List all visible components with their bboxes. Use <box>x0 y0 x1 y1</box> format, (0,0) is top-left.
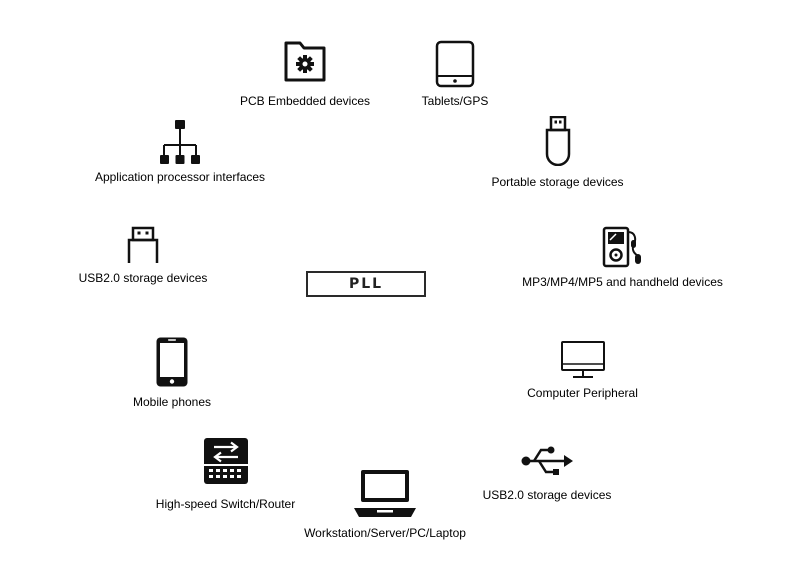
node-label: High-speed Switch/Router <box>155 497 296 511</box>
node-label: Computer Peripheral <box>527 386 638 400</box>
node-label: Workstation/Server/PC/Laptop <box>304 526 466 540</box>
media-player-icon <box>602 226 641 268</box>
node-mp3-mp4-mp5-handheld: MP3/MP4/MP5 and handheld devices <box>510 226 735 289</box>
node-label: USB2.0 storage devices <box>482 488 612 502</box>
switch-router-icon <box>203 438 248 484</box>
tablet-icon <box>435 40 475 88</box>
usb-symbol-icon <box>521 446 573 475</box>
monitor-icon <box>560 341 605 378</box>
node-portable-storage-devices: Portable storage devices <box>480 116 635 189</box>
node-high-speed-switch-router: High-speed Switch/Router <box>148 436 303 511</box>
node-usb2-storage-devices-right: USB2.0 storage devices <box>472 444 622 502</box>
smartphone-icon <box>156 337 188 387</box>
node-label: Mobile phones <box>132 395 212 409</box>
node-label: Tablets/GPS <box>421 94 489 108</box>
usb-stick-icon <box>545 116 570 166</box>
node-pcb-embedded-devices: PCB Embedded devices <box>230 40 380 108</box>
node-label: PCB Embedded devices <box>239 94 371 108</box>
node-mobile-phones: Mobile phones <box>112 336 232 409</box>
node-label: Application processor interfaces <box>94 170 266 184</box>
node-tablets-gps: Tablets/GPS <box>395 40 515 108</box>
node-application-processor-interfaces: Application processor interfaces <box>80 119 280 184</box>
node-label: Portable storage devices <box>491 175 624 189</box>
usb-connector-icon <box>127 226 159 263</box>
node-label: USB2.0 storage devices <box>78 271 208 285</box>
folder-gear-icon <box>284 41 326 82</box>
pll-center-box: PLL <box>306 271 426 297</box>
laptop-icon <box>354 470 416 517</box>
node-usb2-storage-devices-left: USB2.0 storage devices <box>68 226 218 285</box>
node-workstation-server-pc-laptop: Workstation/Server/PC/Laptop <box>290 466 480 540</box>
node-label: MP3/MP4/MP5 and handheld devices <box>522 275 723 289</box>
node-computer-peripheral: Computer Peripheral <box>520 340 645 400</box>
network-hierarchy-icon <box>160 120 200 164</box>
